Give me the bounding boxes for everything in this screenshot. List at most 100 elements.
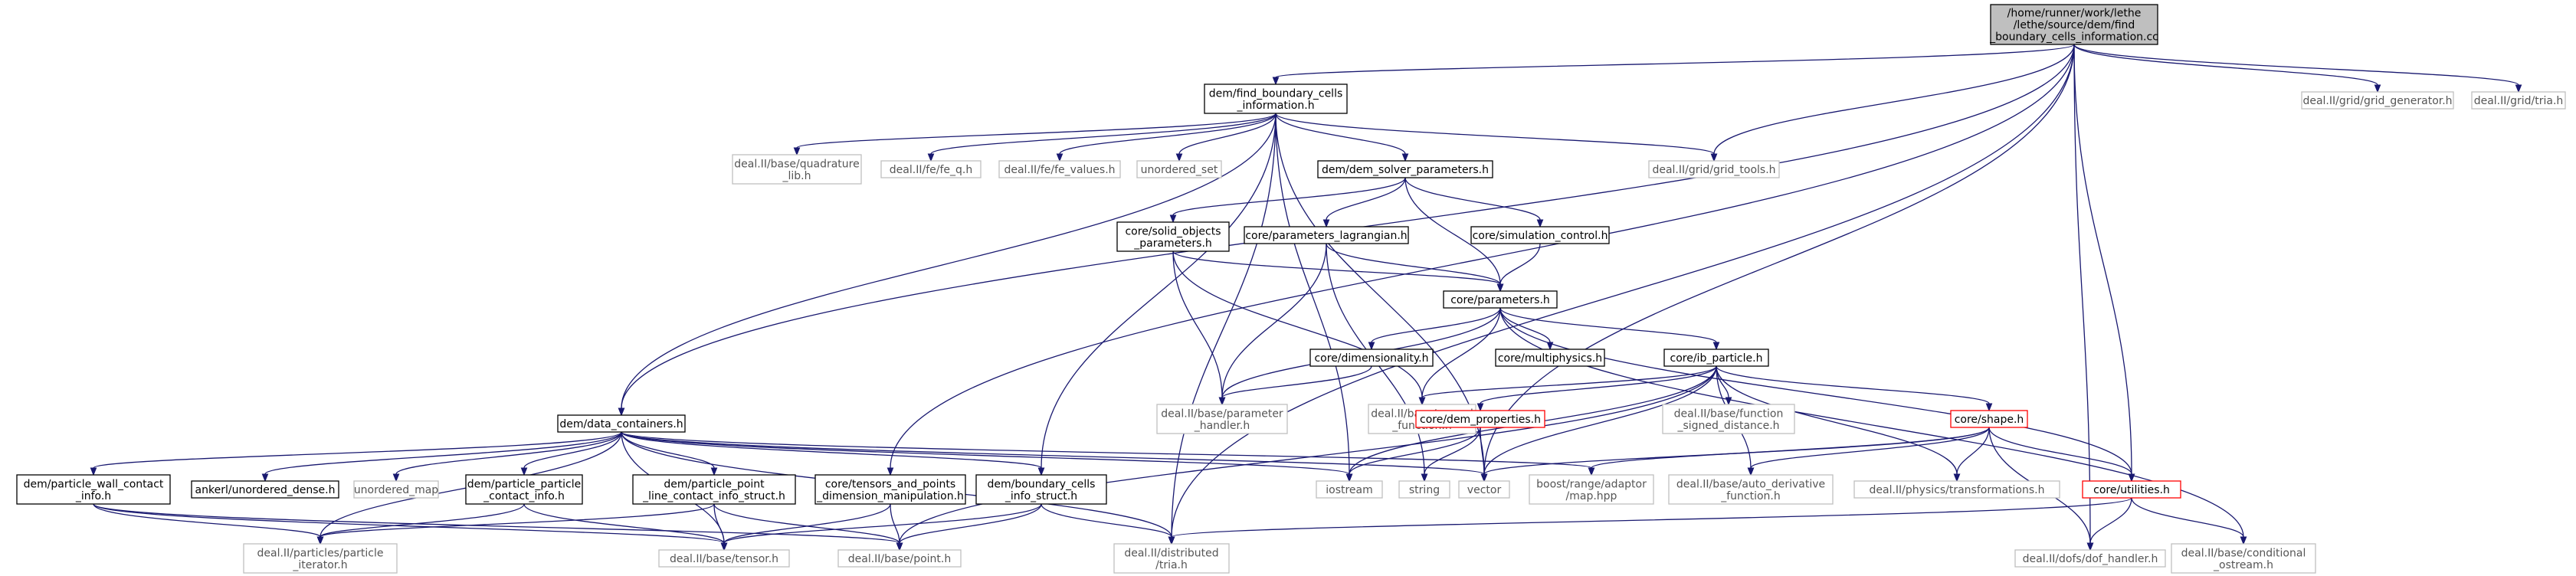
edge-line xyxy=(1421,365,1717,398)
edge-line xyxy=(621,113,1277,409)
edge-dem-find-boundary-cells-information-h-to-deal-grid-grid-tools-h xyxy=(1275,113,1718,162)
edge-core-shape-h-to-deal-physics-transformations-h xyxy=(1953,427,1990,483)
node-ankerl-unordered-dense-h[interactable]: ankerl/unordered_dense.h xyxy=(191,480,339,499)
node-label: core/multiphysics.h xyxy=(1498,352,1602,365)
edge-arrowhead xyxy=(1345,473,1353,483)
edge-arrowhead xyxy=(1476,403,1484,412)
node-box xyxy=(880,160,982,178)
edge-arrowhead xyxy=(392,473,400,483)
edge-line xyxy=(1483,427,1990,475)
node-box xyxy=(814,474,966,505)
edge-line xyxy=(899,503,1042,544)
edge-line xyxy=(1480,365,1717,404)
node-box xyxy=(243,543,398,574)
edge-line xyxy=(1483,365,1717,475)
edge-line xyxy=(1041,113,1277,469)
edge-line xyxy=(1221,365,1372,398)
node-core-tensors-and-points-dimension-manipulation-h[interactable]: core/tensors_and_points_dimension_manipu… xyxy=(814,474,966,505)
edge-dem-data-containers-h-to-ankerl-unordered-dense-h xyxy=(261,431,622,483)
node-label: deal.II/base/quadrature xyxy=(734,158,859,170)
node-dem-find-boundary-cells-information-h[interactable]: dem/find_boundary_cells_information.h xyxy=(1204,83,1348,114)
edge-line xyxy=(890,44,2075,469)
node-box xyxy=(557,414,686,433)
node-deal-fe-fe-values-h: deal.II/fe/fe_values.h xyxy=(998,160,1121,178)
node-label: /tria.h xyxy=(1155,559,1188,571)
node-box xyxy=(1443,290,1558,309)
node-core-dem-properties-h[interactable]: core/dem_properties.h xyxy=(1415,410,1545,428)
node-box xyxy=(191,480,339,499)
edge-arrowhead xyxy=(710,467,718,476)
node-label: core/ib_particle.h xyxy=(1670,352,1763,365)
node-dem-particle-point-line-contact-info-struct-h[interactable]: dem/particle_point_line_contact_info_str… xyxy=(632,474,796,505)
node-deal-base-point-h: deal.II/base/point.h xyxy=(837,549,962,568)
edge-arrowhead xyxy=(2240,536,2247,545)
node-deal-base-auto-derivative-function-h: deal.II/base/auto_derivative_function.h xyxy=(1668,474,1834,505)
node-label: dem/find_boundary_cells xyxy=(1209,87,1343,100)
edge-line xyxy=(320,503,525,538)
edge-line xyxy=(1326,177,1406,221)
node-core-parameters-lagrangian-h[interactable]: core/parameters_lagrangian.h xyxy=(1244,226,1409,244)
node-core-multiphysics-h[interactable]: core/multiphysics.h xyxy=(1495,349,1605,367)
node-label: string xyxy=(1409,484,1440,496)
node-core-simulation-control-h[interactable]: core/simulation_control.h xyxy=(1470,226,1610,244)
edge-arrowhead xyxy=(1712,342,1720,351)
node-vector: vector xyxy=(1458,480,1510,499)
edge-line xyxy=(2131,497,2244,538)
node-box xyxy=(1204,83,1348,114)
node-box xyxy=(1113,543,1230,574)
edge-line xyxy=(523,431,622,469)
edge-line xyxy=(1591,427,1990,469)
edge-core-parameters-h-to-deal-base-conditional-ostream-h xyxy=(1499,307,2247,545)
node-box xyxy=(1668,474,1834,505)
edge-line xyxy=(796,113,1277,149)
node-label: dem/particle_wall_contact xyxy=(24,478,164,490)
edge-line xyxy=(1404,177,1541,221)
node-dem-particle-particle-contact-info-h[interactable]: dem/particle_particle_contact_info.h xyxy=(465,474,583,505)
node-box xyxy=(998,160,1121,178)
edge-arrowhead xyxy=(1175,153,1183,162)
node-label: deal.II/particles/particle xyxy=(257,547,383,559)
edge-arrowhead xyxy=(793,147,801,156)
edge-arrowhead xyxy=(520,467,528,476)
node-string: string xyxy=(1398,480,1450,499)
node-label: deal.II/grid/grid_tools.h xyxy=(1652,164,1775,176)
edge-line xyxy=(621,431,1592,469)
node-core-parameters-h[interactable]: core/parameters.h xyxy=(1443,290,1558,309)
node-find-boundary-cells-information-cc[interactable]: /home/runner/work/lethe/lethe/source/dem… xyxy=(1989,4,2158,45)
edge-line xyxy=(1483,44,2075,475)
node-dem-dem-solver-parameters-h[interactable]: dem/dem_solver_parameters.h xyxy=(1317,160,1493,178)
edge-core-parameters-lagrangian-h-to-deal-base-parameter-handler-h xyxy=(1218,243,1327,406)
node-label: deal.II/fe/fe_values.h xyxy=(1004,164,1115,176)
edge-line xyxy=(1404,177,1501,285)
edge-line xyxy=(1275,113,1715,155)
node-dem-data-containers-h[interactable]: dem/data_containers.h xyxy=(557,414,686,433)
node-label: _information.h xyxy=(1236,100,1314,112)
edge-core-solid-objects-parameters-h-to-deal-base-parsed-function-h xyxy=(1172,250,1426,406)
edge-arrowhead xyxy=(1710,153,1718,162)
edge-line xyxy=(1716,365,1990,404)
node-core-dimensionality-h[interactable]: core/dimensionality.h xyxy=(1309,349,1434,367)
node-dem-particle-wall-contact-info-h[interactable]: dem/particle_wall_contact_info.h xyxy=(16,474,171,505)
edge-dem-find-boundary-cells-information-h-to-deal-fe-fe-values-h xyxy=(1056,113,1277,162)
edge-arrowhead xyxy=(2086,542,2094,551)
node-deal-base-function-signed-distance-h: deal.II/base/function_signed_distance.h xyxy=(1662,404,1795,434)
node-label: _ostream.h xyxy=(2213,559,2273,571)
edge-core-dem-properties-h-to-string xyxy=(1421,427,1481,483)
node-dem-boundary-cells-info-struct-h[interactable]: dem/boundary_cells_info_struct.h xyxy=(975,474,1107,505)
node-iostream: iostream xyxy=(1316,480,1383,499)
node-deal-grid-grid-generator-h: deal.II/grid/grid_generator.h xyxy=(2301,91,2454,110)
edge-arrowhead xyxy=(2128,473,2135,483)
node-deal-fe-fe-q-h: deal.II/fe/fe_q.h xyxy=(880,160,982,178)
node-core-utilities-h[interactable]: core/utilities.h xyxy=(2082,480,2181,499)
node-core-shape-h[interactable]: core/shape.h xyxy=(1950,410,2028,428)
graph-nodes: /home/runner/work/lethe/lethe/source/dem… xyxy=(16,4,2566,574)
node-box xyxy=(1853,480,2060,499)
edge-line xyxy=(1172,250,1423,398)
node-core-solid-objects-parameters-h[interactable]: core/solid_objects_parameters.h xyxy=(1116,221,1230,252)
node-label: deal.II/base/tensor.h xyxy=(670,553,778,565)
node-label: _handler.h xyxy=(1194,420,1250,432)
edge-line xyxy=(1172,250,1223,398)
node-label: deal.II/grid/tria.h xyxy=(2474,95,2564,107)
node-core-ib-particle-h[interactable]: core/ib_particle.h xyxy=(1663,349,1769,367)
node-label: deal.II/fe/fe_q.h xyxy=(890,164,972,176)
